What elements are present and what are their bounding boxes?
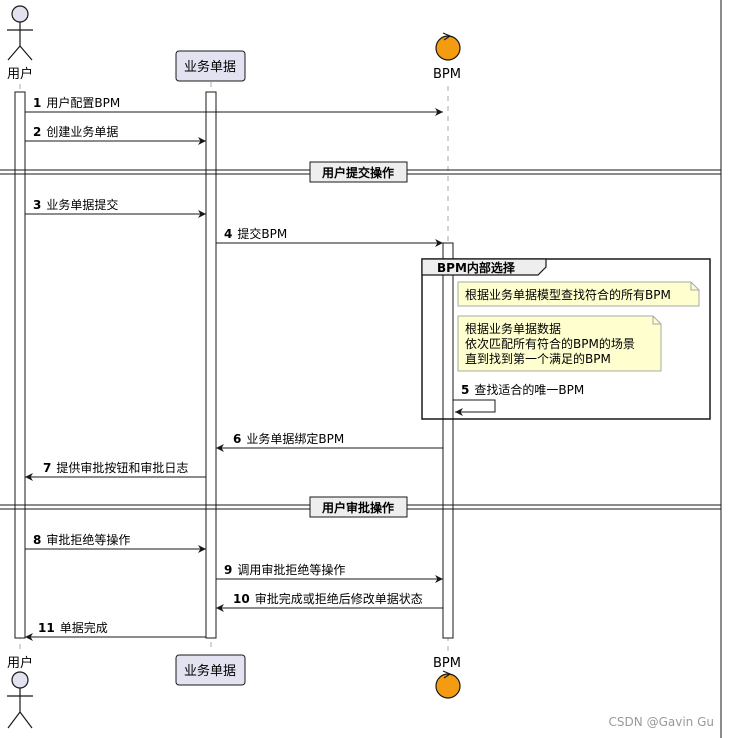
separator-approve: 用户审批操作 — [0, 496, 721, 518]
activation-biz — [205, 91, 217, 639]
participant-bpm-label: BPM — [433, 67, 461, 82]
note-2: 根据业务单据数据 依次匹配所有符合的BPM的场景 直到找到第一个满足的BPM — [457, 315, 662, 372]
participant-bpm-top: BPM — [433, 32, 461, 82]
participant-bpm-label: BPM — [433, 656, 461, 671]
activation-bars — [14, 91, 454, 639]
participant-biz-bottom: 业务单据 — [175, 654, 246, 686]
participant-box — [175, 654, 246, 686]
separator-label: 用户审批操作 — [321, 500, 394, 515]
note-line: 直到找到第一个满足的BPM — [465, 351, 611, 366]
watermark: CSDN @Gavin Gu — [609, 715, 714, 729]
participant-user-top: 用户 — [7, 5, 33, 82]
note-line: 依次匹配所有符合的BPM的场景 — [465, 336, 635, 351]
actor-icon — [7, 5, 33, 61]
participant-user-label: 用户 — [7, 66, 33, 82]
separator-submit: 用户提交操作 — [0, 161, 721, 183]
separator-label: 用户提交操作 — [321, 165, 394, 180]
note-line: 根据业务单据数据 — [465, 321, 561, 336]
group-title: BPM内部选择 — [437, 260, 516, 275]
participant-user-bottom: 用户 — [7, 655, 33, 729]
group-bpm-internal: BPM内部选择 — [421, 258, 711, 420]
participant-user-label: 用户 — [7, 655, 33, 671]
messages — [25, 108, 496, 641]
note-line: 根据业务单据模型查找符合的所有BPM — [465, 287, 671, 302]
participant-biz-top: 业务单据 — [175, 50, 246, 82]
self-message-arrow — [453, 399, 496, 416]
control-icon — [435, 32, 461, 61]
activation-bpm — [442, 242, 454, 639]
participant-box — [175, 50, 246, 82]
note-1: 根据业务单据模型查找符合的所有BPM — [457, 281, 700, 307]
participant-bpm-bottom: BPM — [433, 656, 461, 699]
actor-icon — [7, 671, 33, 729]
activation-user — [14, 91, 26, 639]
participant-biz-label: 业务单据 — [184, 663, 236, 679]
participant-biz-label: 业务单据 — [184, 59, 236, 75]
control-icon — [435, 670, 461, 699]
